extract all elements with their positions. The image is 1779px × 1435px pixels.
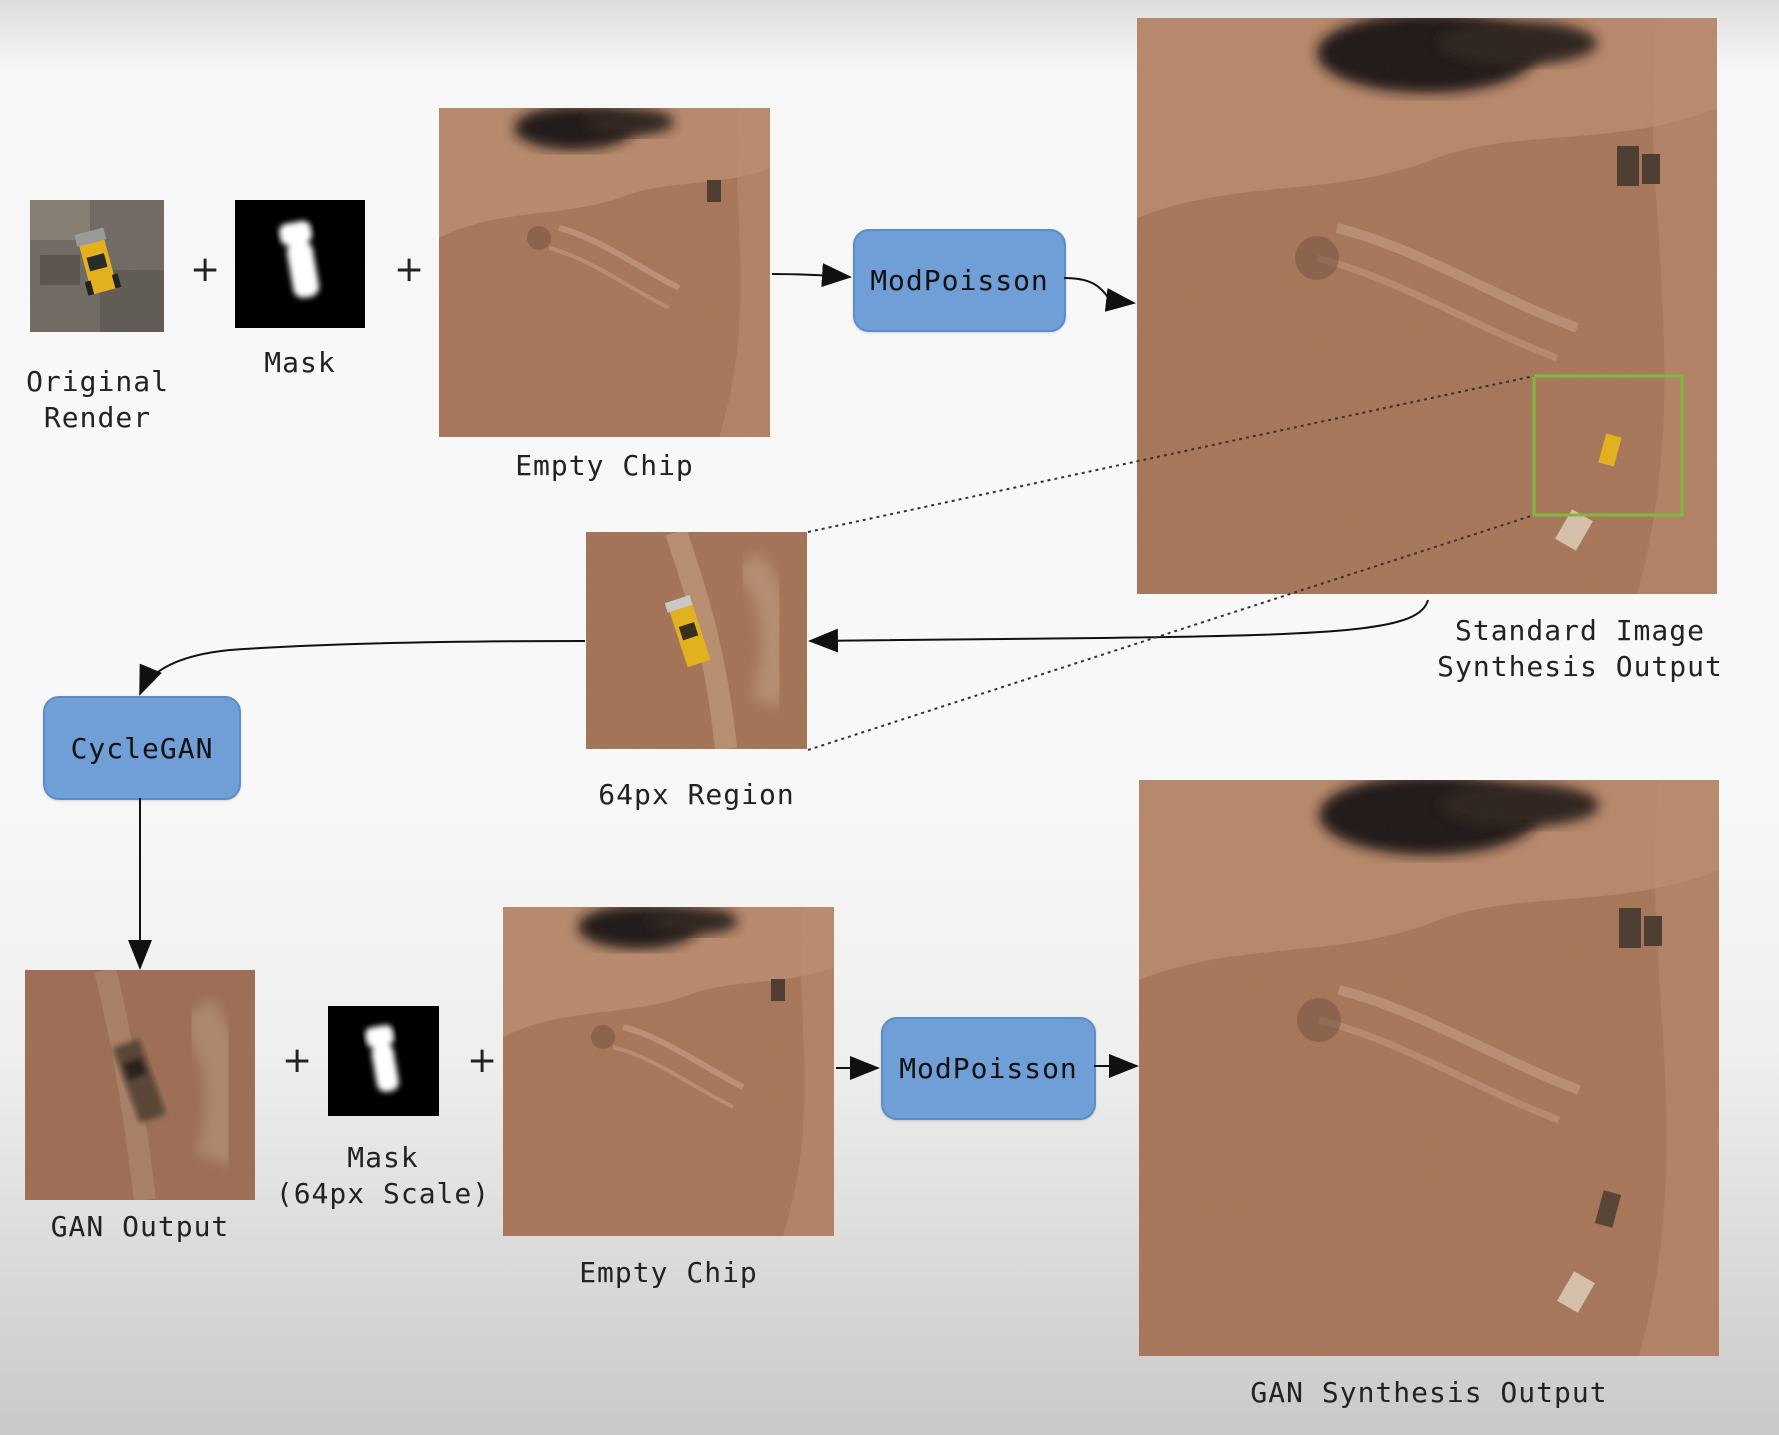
gan-synthesis-output-image — [1139, 780, 1719, 1356]
empty-chip-label: Empty Chip — [579, 1256, 758, 1289]
plus-operator: + — [190, 249, 221, 290]
mask-image — [235, 200, 365, 328]
highlight-box — [1532, 374, 1684, 517]
region-64px-label: 64px Region — [598, 778, 795, 811]
arrow-region-to-cyclegan — [139, 640, 586, 696]
region-64px-image — [586, 532, 807, 749]
zoom-line-bottom — [807, 514, 1535, 751]
arrow-chip-to-modpoisson — [771, 263, 852, 288]
cyclegan-process-box: CycleGAN — [43, 696, 241, 800]
mask-64px-label: Mask (64px Scale) — [275, 1141, 491, 1210]
plus-operator: + — [394, 249, 425, 290]
zoom-line-top — [807, 375, 1535, 533]
mask-64px-image — [328, 1006, 439, 1116]
modpoisson-process-box: ModPoisson — [853, 229, 1066, 332]
plus-operator: + — [467, 1040, 498, 1081]
arrow-output-to-region — [808, 599, 1429, 653]
standard-synthesis-output-image — [1137, 18, 1717, 594]
original-render-label: Original Render — [26, 365, 169, 434]
standard-synthesis-output-label: Standard Image Synthesis Output — [1437, 614, 1723, 683]
gan-output-image — [25, 970, 255, 1200]
gan-output-label: GAN Output — [50, 1210, 230, 1243]
plus-operator: + — [282, 1040, 313, 1081]
empty-chip-image — [503, 907, 834, 1236]
original-render-image — [30, 200, 164, 332]
gan-synthesis-output-label: GAN Synthesis Output — [1250, 1376, 1608, 1409]
modpoisson-process-box: ModPoisson — [881, 1017, 1096, 1120]
mask-label: Mask — [264, 346, 336, 379]
empty-chip-label: Empty Chip — [515, 449, 694, 482]
empty-chip-image — [439, 108, 770, 437]
arrow-modpoisson-to-output — [1063, 277, 1136, 312]
